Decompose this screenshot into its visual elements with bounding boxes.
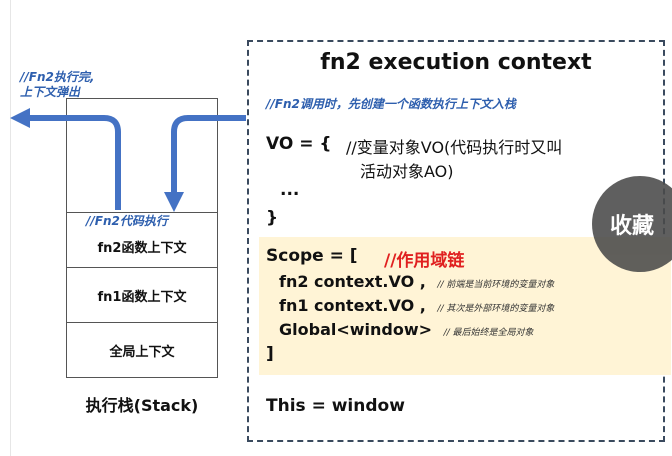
vo-comment-line2: 活动对象AO) bbox=[360, 162, 454, 181]
vo-comment-line1: //变量对象VO(代码执行时又叫 bbox=[346, 138, 563, 157]
stack-cell-fn2-label: fn2函数上下文 bbox=[97, 240, 187, 256]
collect-button-label: 收藏 bbox=[610, 214, 655, 239]
scope-close: ] bbox=[266, 344, 274, 364]
scope-comment: //作用域链 bbox=[384, 251, 465, 271]
push-note: //Fn2调用时，先创建一个函数执行上下文入栈 bbox=[266, 97, 516, 111]
scope-item-global: Global<window> // 最后始终是全局对象 bbox=[279, 320, 534, 339]
scope-item-fn2: fn2 context.VO , // 前端是当前环境的变量对象 bbox=[279, 272, 554, 291]
this-line: This = window bbox=[266, 396, 405, 416]
vo-close: } bbox=[266, 208, 279, 228]
exec-note: //Fn2代码执行 bbox=[86, 214, 168, 228]
stack-cell-global-label: 全局上下文 bbox=[109, 344, 175, 360]
push-arrow-path bbox=[171, 115, 246, 194]
vo-ellipsis: ... bbox=[280, 180, 300, 200]
vo-open: VO = { bbox=[266, 134, 332, 154]
scope-item-fn1: fn1 context.VO , // 其次是外部环境的变量对象 bbox=[279, 296, 554, 315]
stack-empty-area bbox=[66, 98, 218, 212]
pop-note-line2: 上下文弹出 bbox=[20, 85, 81, 99]
pop-note: //Fn2执行完, 上下文弹出 bbox=[20, 70, 94, 100]
scope-item-fn1-code: fn1 context.VO , bbox=[279, 296, 426, 315]
pop-arrow-head bbox=[10, 108, 30, 128]
stack-caption: 执行栈(Stack) bbox=[85, 396, 199, 415]
scope-item-fn2-note: // 前端是当前环境的变量对象 bbox=[437, 280, 555, 290]
scope-item-fn1-note: // 其次是外部环境的变量对象 bbox=[437, 304, 555, 314]
pop-arrow-path bbox=[28, 115, 121, 210]
push-arrow-head bbox=[164, 192, 184, 212]
scope-background bbox=[259, 237, 671, 375]
scope-item-fn2-code: fn2 context.VO , bbox=[279, 272, 426, 291]
stack-cell-global: 全局上下文 bbox=[66, 322, 218, 378]
stack-cell-fn1-label: fn1函数上下文 bbox=[97, 289, 187, 305]
left-edge-line bbox=[10, 0, 11, 456]
scope-item-global-note: // 最后始终是全局对象 bbox=[443, 328, 534, 338]
collect-button[interactable]: 收藏 bbox=[592, 176, 672, 272]
pop-note-line1: //Fn2执行完, bbox=[20, 70, 95, 84]
context-title: fn2 execution context bbox=[320, 50, 592, 75]
scope-open: Scope = [ bbox=[266, 246, 358, 266]
scope-item-global-code: Global<window> bbox=[279, 320, 433, 339]
